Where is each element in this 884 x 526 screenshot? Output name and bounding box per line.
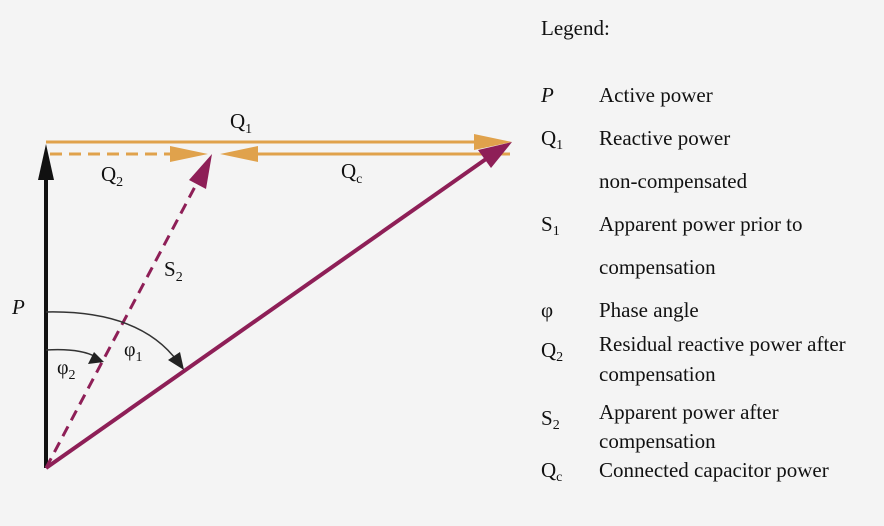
s2-arrowhead [189, 154, 212, 189]
legend-desc-s1-line2: compensation [599, 255, 716, 279]
legend-title: Legend: [541, 16, 610, 40]
legend-desc-qc: Connected capacitor power [599, 458, 829, 482]
label-q1: Q1 [230, 109, 252, 137]
label-qc: Qc [341, 159, 362, 187]
q1-arrowhead [474, 134, 512, 150]
legend-symbol-q2: Q2 [541, 338, 564, 365]
qc-arrowhead [220, 146, 258, 162]
legend-desc-phi: Phase angle [599, 298, 699, 322]
s1-arrowhead [478, 142, 512, 168]
label-phi1: φ1 [124, 339, 143, 365]
label-phi2: φ2 [57, 357, 76, 383]
p-arrowhead [38, 144, 54, 180]
legend-symbol-p: P [541, 83, 554, 107]
legend-desc-s2-line1: Apparent power after [599, 400, 779, 424]
phi1-arc-arrowhead [168, 352, 184, 370]
legend-desc-p: Active power [599, 83, 713, 107]
label-p: P [11, 295, 25, 319]
phi2-arc-arrowhead [88, 352, 104, 364]
label-s2: S2 [164, 257, 183, 285]
legend: P Active power Q1 Reactive power non-com… [541, 0, 884, 526]
legend-desc-q2-line1: Residual reactive power after [599, 332, 846, 356]
phi1-arc [45, 311, 179, 363]
s1-vector [44, 157, 488, 470]
label-q2: Q2 [101, 162, 123, 190]
phi2-arc [45, 348, 97, 358]
legend-desc-s1-line1: Apparent power prior to [599, 212, 803, 236]
s2-vector [44, 180, 200, 469]
legend-symbol-q1: Q1 [541, 126, 564, 153]
legend-desc-q1-line1: Reactive power [599, 126, 731, 150]
legend-symbol-qc: Qc [541, 458, 563, 485]
q2-arrowhead [170, 146, 208, 162]
legend-desc-q2-line2: compensation [599, 362, 716, 386]
legend-symbol-s1: S1 [541, 212, 560, 239]
legend-desc-q1-line2: non-compensated [599, 169, 748, 193]
legend-desc-s2-line2: compensation [599, 429, 716, 453]
legend-symbol-phi: φ [541, 298, 554, 322]
legend-symbol-s2: S2 [541, 406, 560, 433]
